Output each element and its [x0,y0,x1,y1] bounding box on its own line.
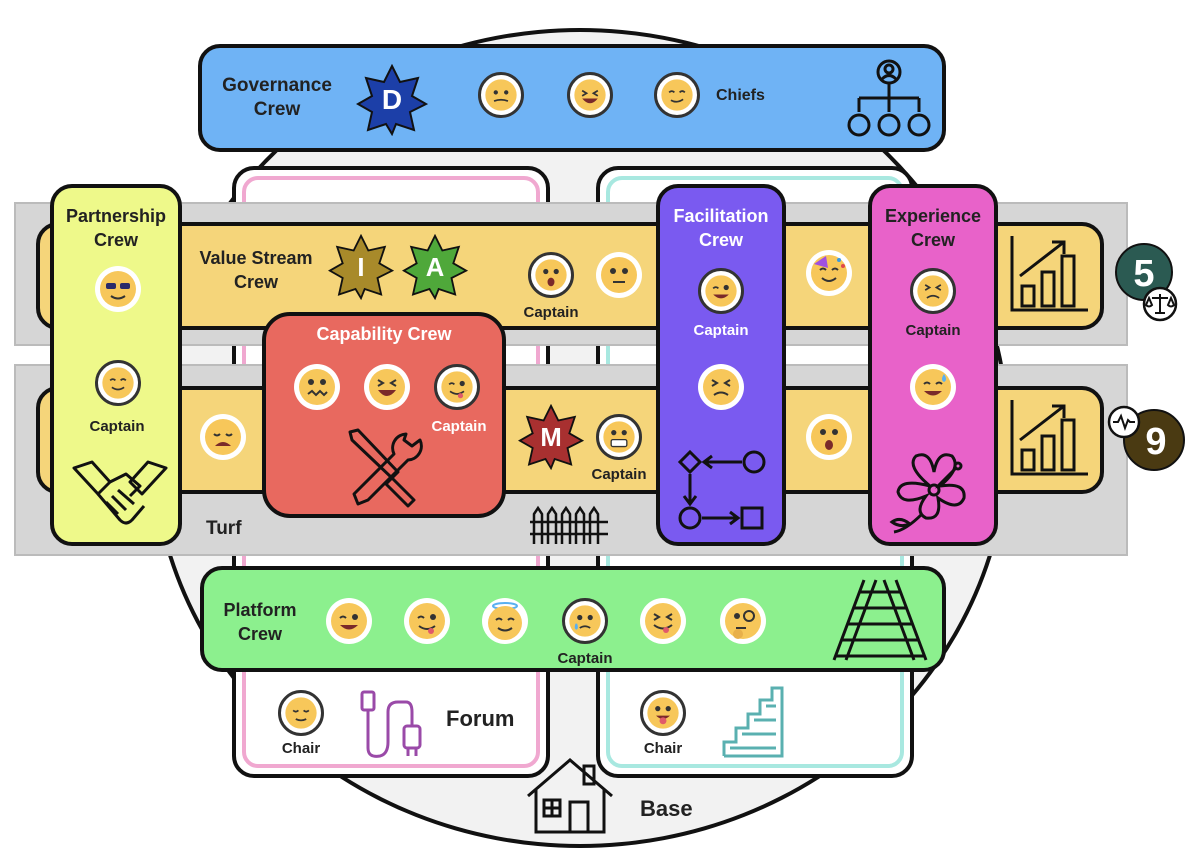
partnership-captain-label: Captain [89,418,145,435]
facilitation-captain-label: Captain [693,322,749,339]
house-icon [524,756,616,841]
handshake-icon [70,458,170,539]
experience-title: Experience Crew [884,206,982,250]
emoji-face [698,364,744,410]
emoji-face [596,252,642,298]
platform-captain-label: Captain [557,650,613,667]
metric-9-value: 9 [1145,421,1166,463]
emoji-face [528,252,574,298]
tools-icon [340,426,424,515]
emoji-face [434,364,480,410]
platform-title: Platform Crew [223,600,297,644]
emoji-face [278,690,324,736]
emoji-face [806,414,852,460]
badge-d-letter: D [382,84,402,115]
partnership-title: Partnership Crew [65,206,167,250]
hibiscus-icon [886,446,982,543]
badge-a-letter: A [426,254,445,282]
badge-a: A [402,234,468,300]
emoji-face [562,598,608,644]
metric-badge-5: 5 [1114,242,1182,331]
experience-captain-label: Captain [905,322,961,339]
badge-i: I [328,234,394,300]
emoji-face [95,266,141,312]
governance-title: Governance Crew [222,75,332,120]
emoji-face [806,250,852,296]
badge-i-letter: I [357,254,364,282]
emoji-face [698,268,744,314]
emoji-face [478,72,524,118]
cable-icon [358,690,424,767]
emoji-face [640,690,686,736]
capability-title: Capability Crew [316,324,452,344]
heartbeat-icon [1113,413,1135,431]
badge-m: M [518,404,584,470]
emoji-face [294,364,340,410]
chiefs-label: Chiefs [716,87,765,104]
bar-chart-icon [1008,232,1092,319]
railway-icon [828,578,932,667]
scales-icon [1144,294,1176,314]
emoji-face [326,598,372,644]
forum-label: Forum [446,706,515,731]
stairs-icon [720,684,786,765]
base-chair-label: Chair [643,740,683,757]
badge-m-letter: M [540,424,561,452]
bar-chart-icon [1008,396,1092,483]
emoji-face [364,364,410,410]
metric-5-value: 5 [1133,253,1154,295]
base-label: Base [640,796,693,821]
emoji-face [567,72,613,118]
badge-d: D [356,64,428,136]
emoji-face [200,414,246,460]
emoji-face [910,364,956,410]
emoji-face [720,598,766,644]
fence-icon [528,504,612,551]
facilitation-title: Facilitation Crew [673,206,769,250]
value-stream-captain-label: Captain [523,304,579,321]
emoji-face [596,414,642,460]
emoji-face [95,360,141,406]
org-chart-icon [846,58,932,147]
emoji-face [482,598,528,644]
stream2-captain-label: Captain [591,466,647,483]
emoji-face [404,598,450,644]
emoji-face [654,72,700,118]
forum-chair-label: Chair [281,740,321,757]
capability-captain-label: Captain [431,418,487,435]
emoji-face [910,268,956,314]
emoji-face [640,598,686,644]
value-stream-title: Value Stream Crew [199,248,313,292]
flow-diagram-icon [676,448,770,543]
metric-badge-9: 9 [1106,404,1190,479]
turf-label: Turf [206,518,242,539]
